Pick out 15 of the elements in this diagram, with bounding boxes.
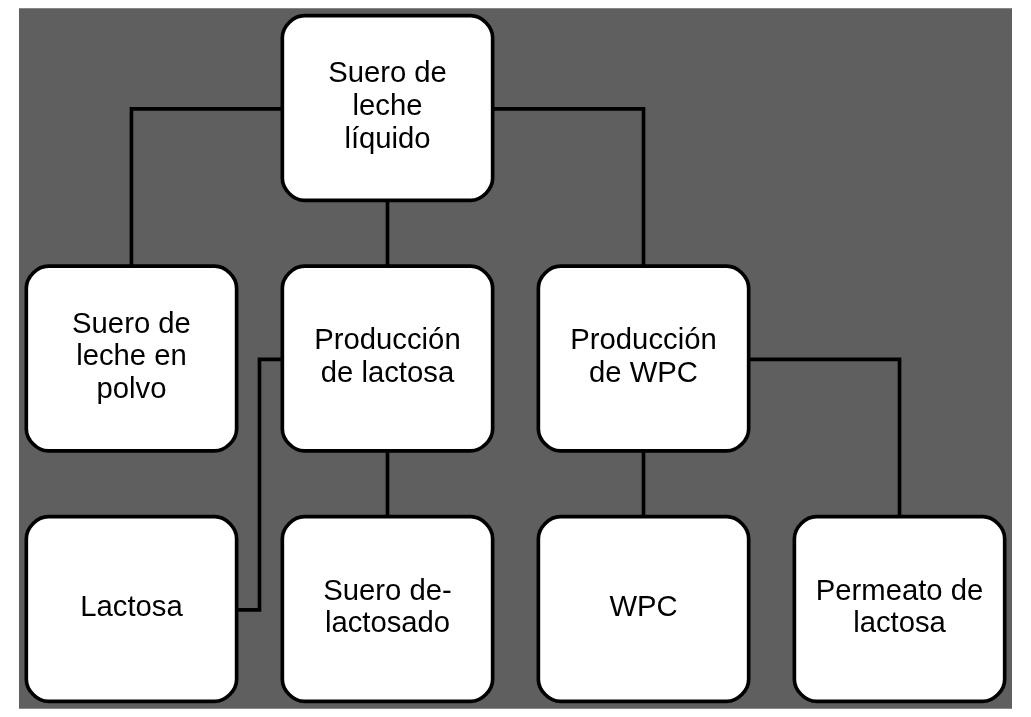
connector <box>749 357 902 517</box>
node-box: Suero de leche líquido <box>280 13 495 203</box>
connector <box>385 200 390 266</box>
connector <box>237 357 282 612</box>
connector <box>385 451 390 516</box>
node-box: Permeato de lactosa <box>792 514 1007 704</box>
node-box: Suero de leche en polvo <box>24 264 239 453</box>
connector <box>641 451 646 516</box>
node-box: Suero de- lactosado <box>280 514 495 704</box>
node-box: Producción de lactosa <box>280 264 495 453</box>
node-box: Producción de WPC <box>536 264 751 453</box>
connector <box>493 107 646 266</box>
connector <box>129 107 282 266</box>
node-box: Lactosa <box>24 514 239 704</box>
node-box: WPC <box>536 514 751 704</box>
